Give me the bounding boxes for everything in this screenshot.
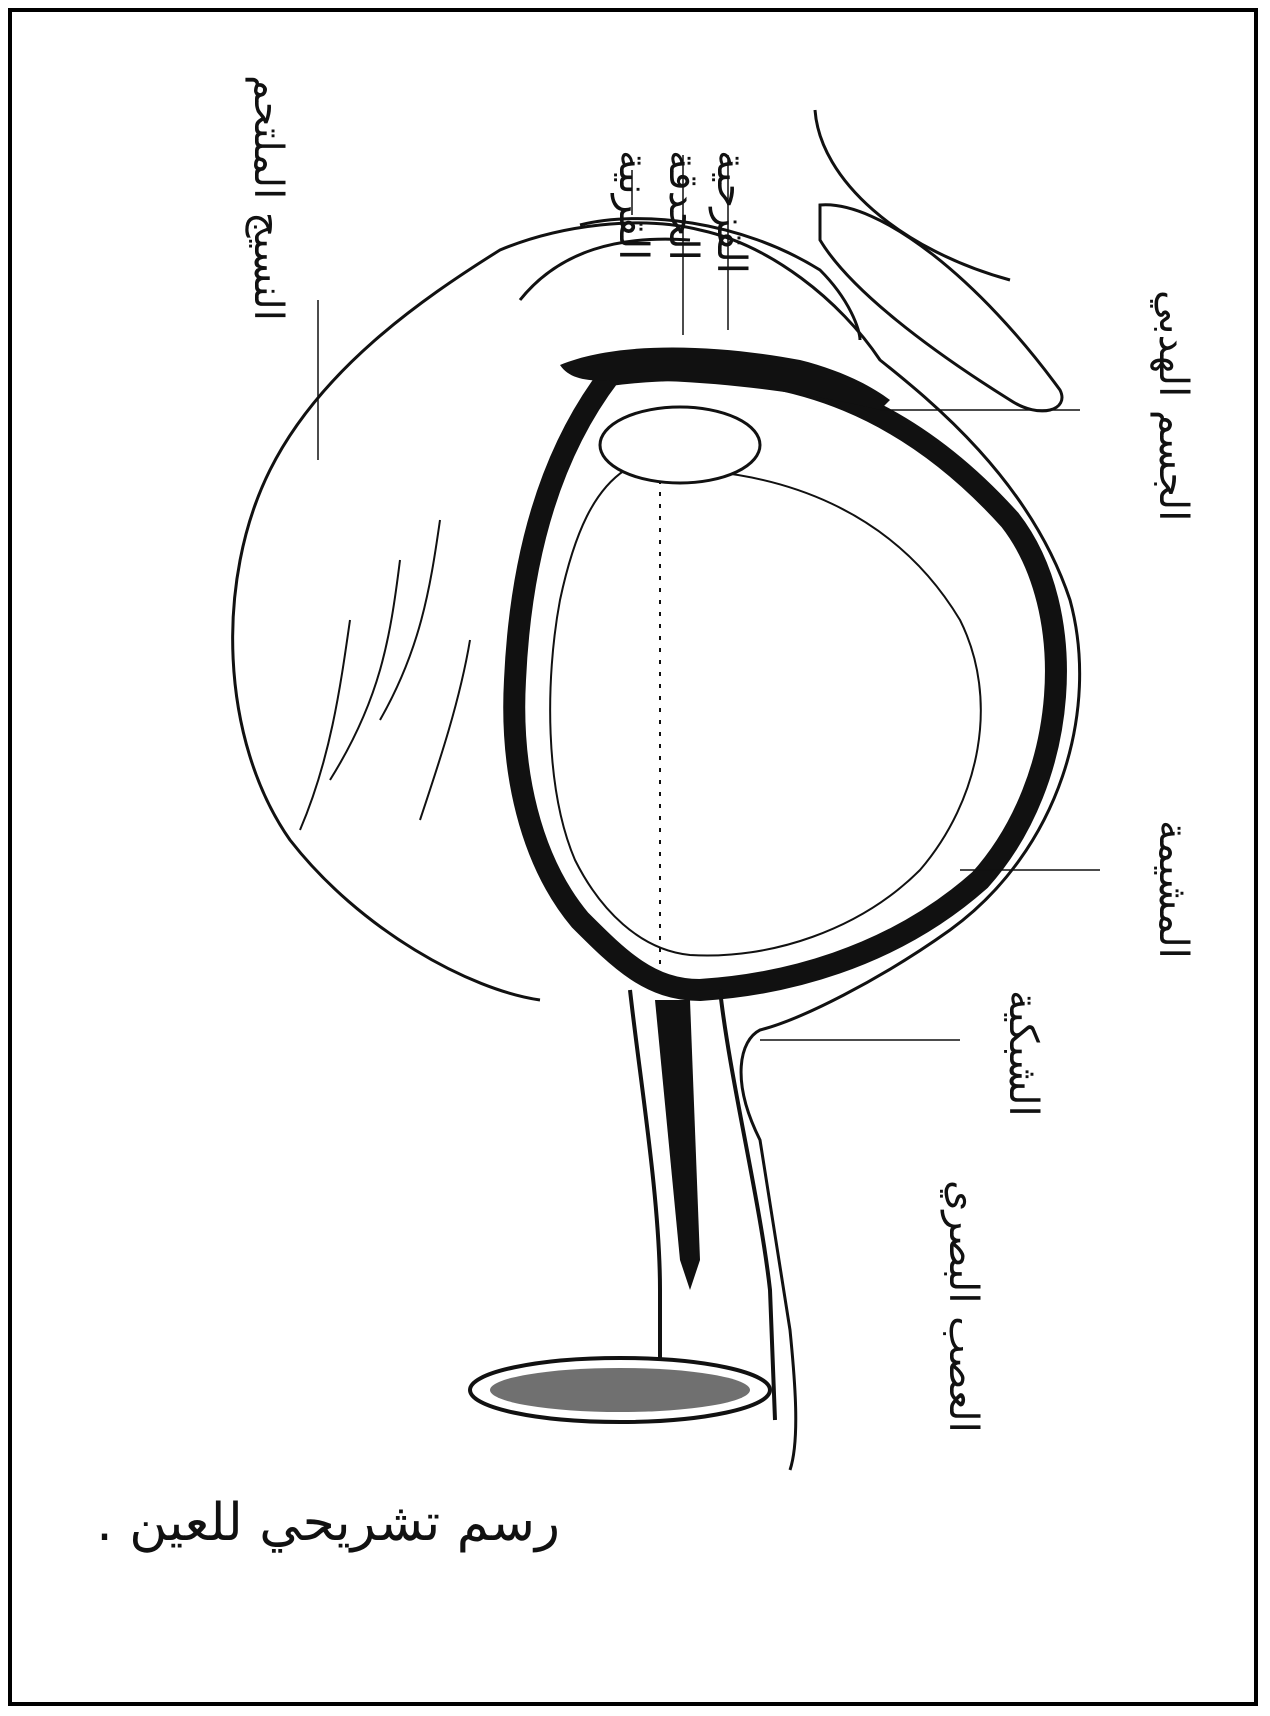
- blood-vessels: [300, 520, 470, 830]
- label-cornea: القرنية: [610, 150, 656, 260]
- label-ciliary-body: الجسم الهدبي: [1150, 290, 1196, 521]
- label-conjunctiva: النسيج الملتحم: [245, 75, 291, 321]
- label-optic-nerve: العصب البصري: [940, 1180, 986, 1433]
- optic-nerve-fibers: [490, 1368, 750, 1412]
- optic-nerve-stalk: [630, 990, 775, 1420]
- diagram-caption: رسم تشريحي للعين .: [96, 1493, 560, 1553]
- vitreous-body: [550, 469, 981, 956]
- label-pupil: الحدقة: [660, 150, 706, 261]
- iris-band: [560, 348, 890, 411]
- label-iris: القزحية: [708, 150, 754, 274]
- lens: [600, 407, 760, 483]
- optic-nerve-core: [655, 1000, 700, 1290]
- label-retina: الشبكية: [1000, 990, 1046, 1117]
- label-choroid: المشيمة: [1150, 820, 1196, 959]
